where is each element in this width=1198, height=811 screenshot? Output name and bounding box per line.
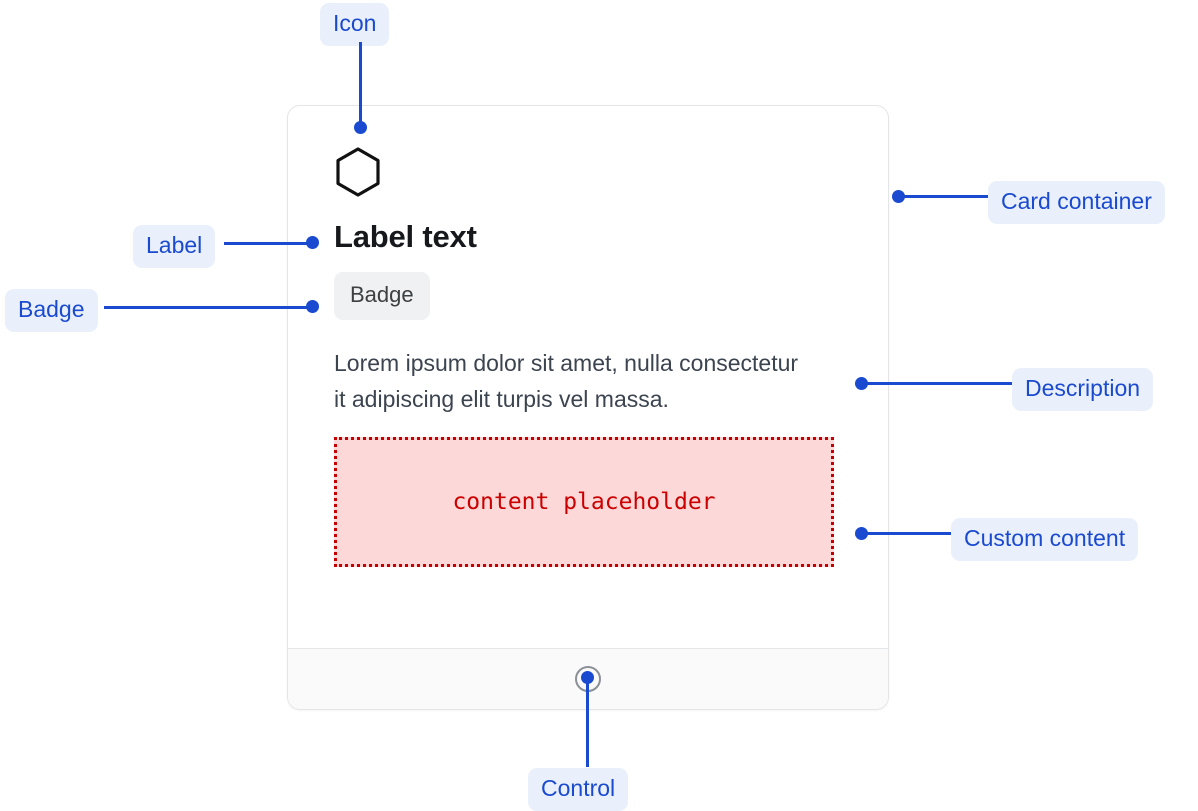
annotation-label-label: Label: [133, 225, 216, 268]
connector-dot-badge: [306, 300, 319, 313]
connector-line-label: [224, 242, 310, 245]
connector-dot-custom-content: [855, 527, 868, 540]
connector-line-description: [862, 382, 1014, 385]
card-description: Lorem ipsum dolor sit amet, nulla consec…: [334, 350, 799, 412]
card-container[interactable]: Label text Badge Lorem ipsum dolor sit a…: [287, 105, 889, 710]
connector-line-card-container: [900, 195, 990, 198]
connector-dot-label: [306, 236, 319, 249]
connector-dot-description: [855, 377, 868, 390]
connector-dot-card-container: [892, 190, 905, 203]
annotation-card-container-label: Card container: [988, 181, 1165, 224]
annotation-icon-label: Icon: [320, 3, 390, 46]
connector-line-control: [586, 677, 589, 767]
hexagon-icon: [336, 147, 380, 197]
annotation-description-label: Description: [1012, 368, 1154, 411]
custom-content-placeholder: content placeholder: [334, 437, 834, 568]
card-label-text: Label text: [334, 219, 477, 254]
annotation-custom-content-label: Custom content: [951, 518, 1139, 561]
annotation-control-label: Control: [528, 768, 629, 811]
card-body: Label text Badge Lorem ipsum dolor sit a…: [288, 106, 888, 648]
card-badge: Badge: [334, 272, 430, 321]
connector-line-icon: [359, 42, 362, 128]
connector-line-badge: [104, 306, 310, 309]
connector-dot-icon: [354, 121, 367, 134]
annotation-badge-label: Badge: [5, 289, 98, 332]
connector-line-custom-content: [862, 532, 954, 535]
